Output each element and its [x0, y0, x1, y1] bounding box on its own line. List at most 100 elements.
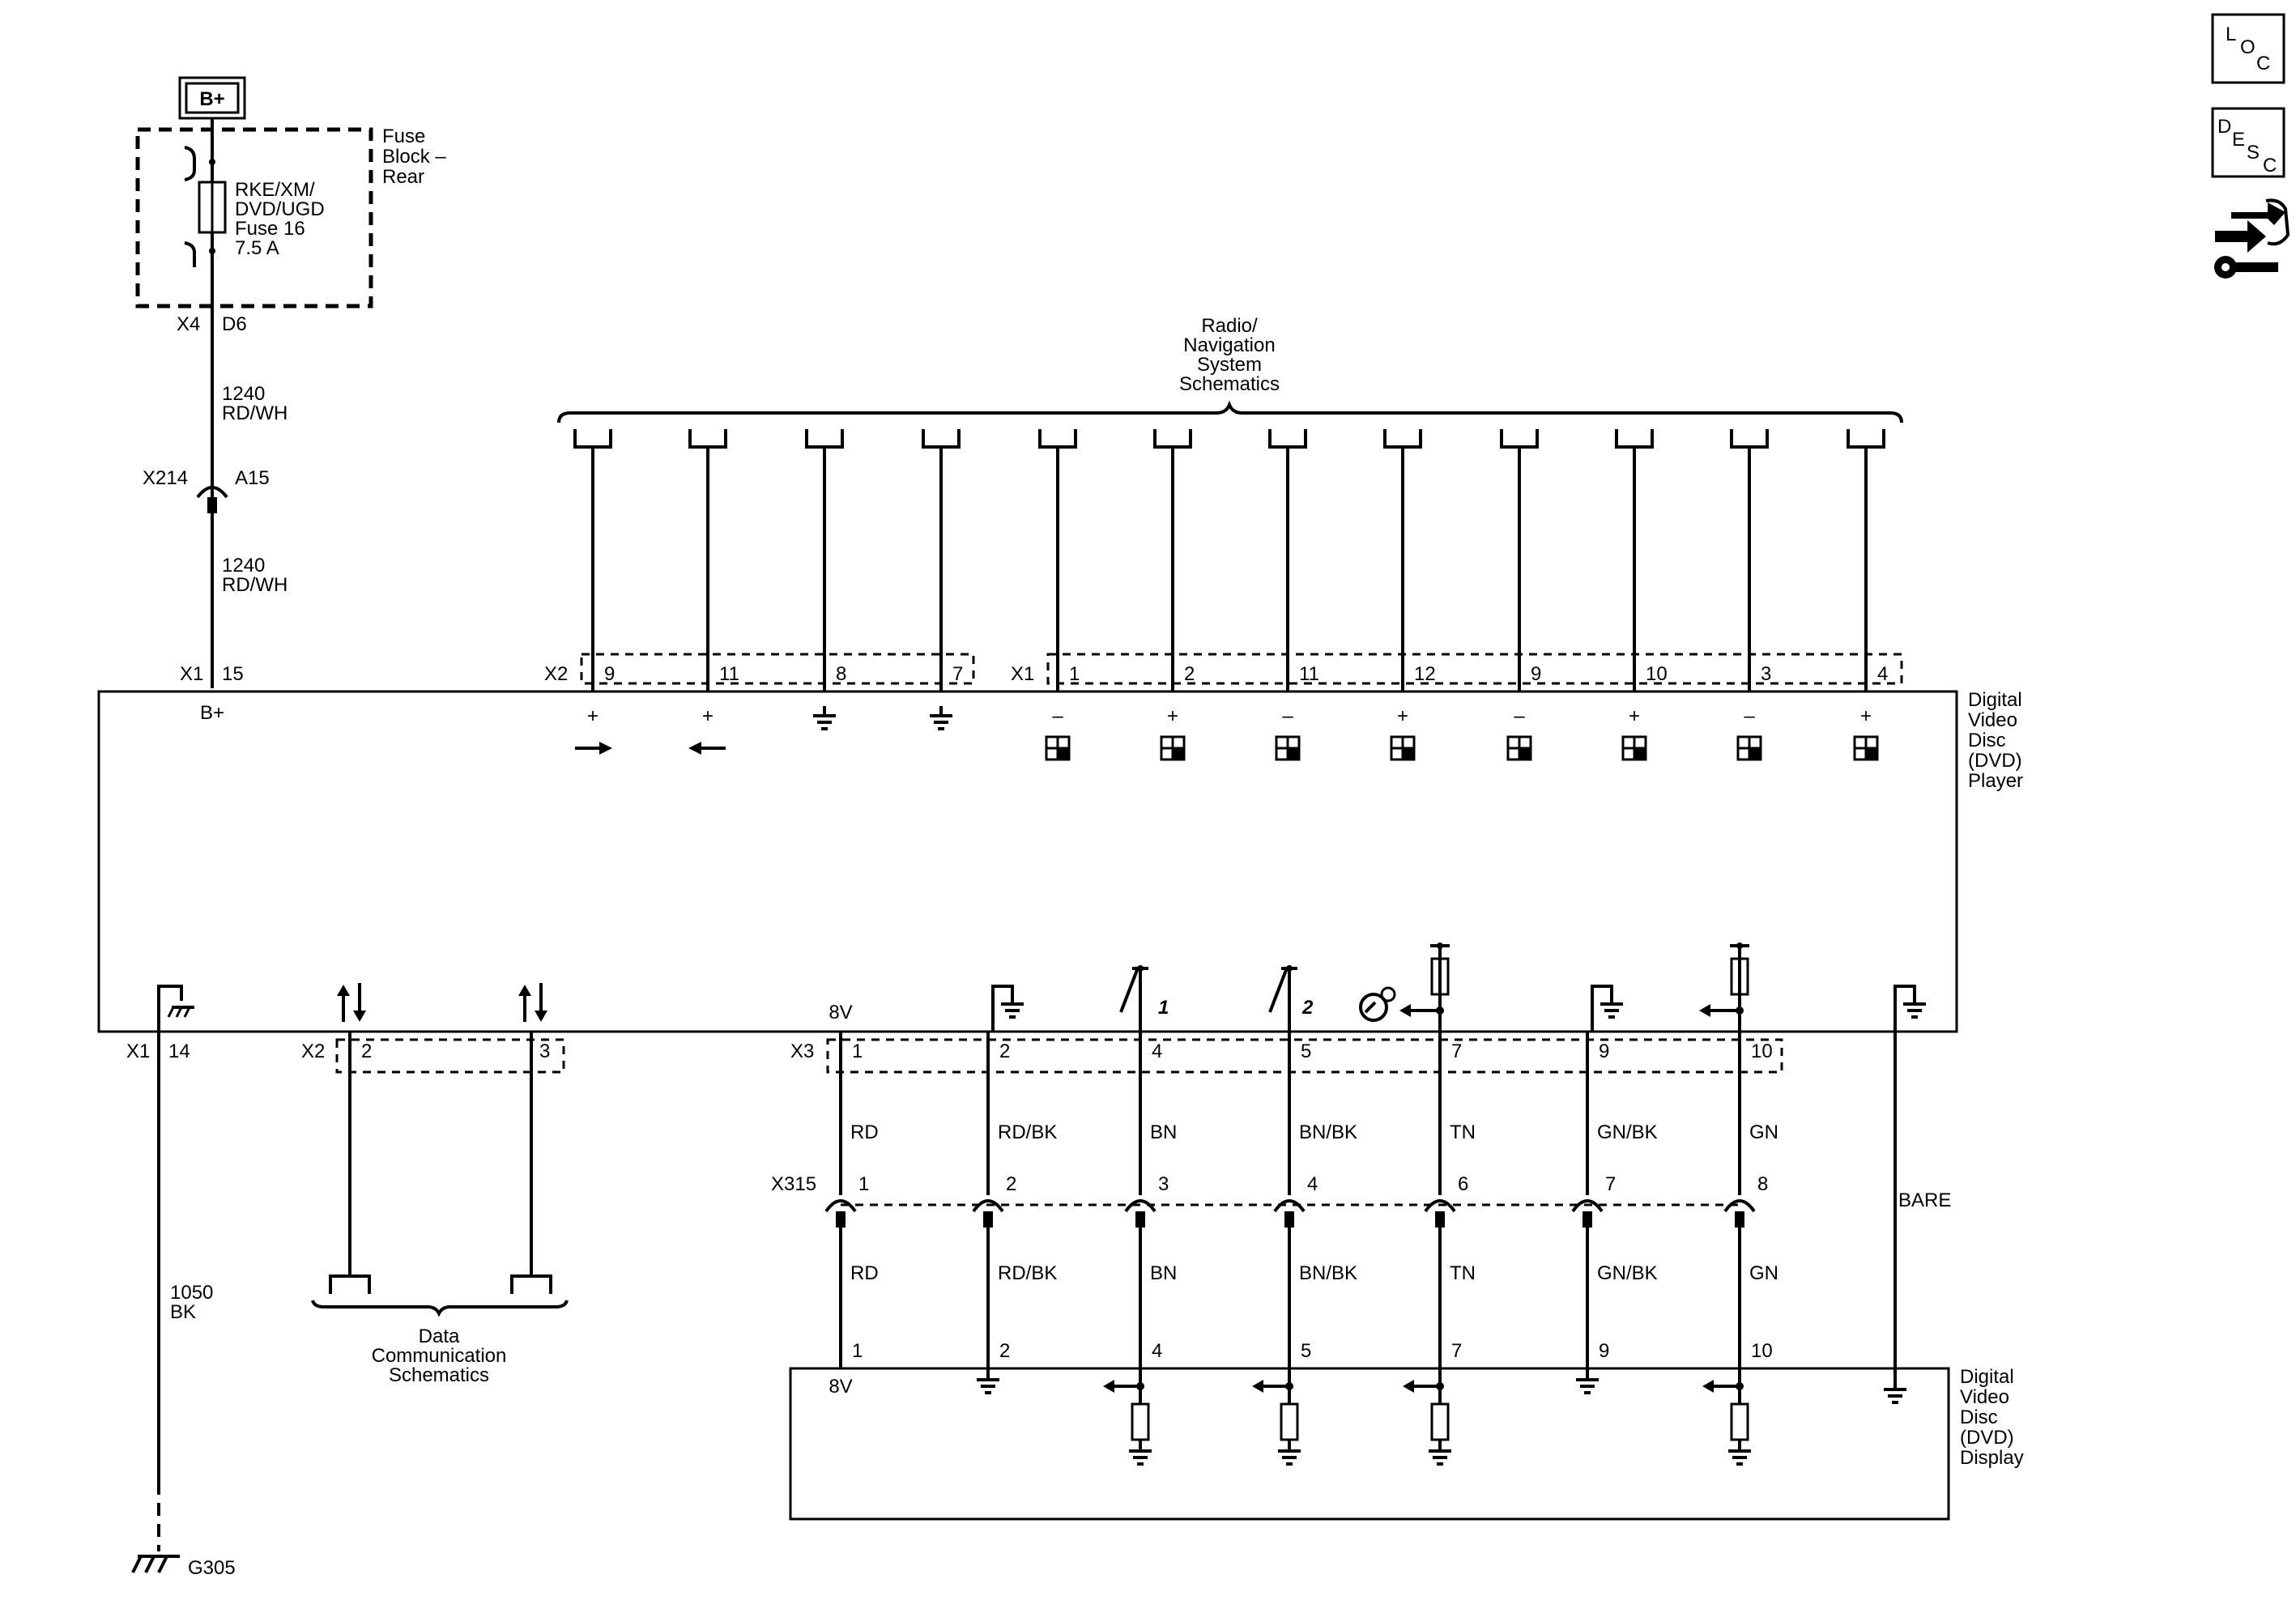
x315-pin-5: 6 — [1458, 1173, 1468, 1195]
loc-letter-1: L — [2226, 23, 2236, 45]
display-title-4: (DVD) — [1960, 1427, 2014, 1449]
display-resistor-ground-icon — [1278, 1440, 1301, 1466]
radio-nav-label-2: Navigation — [1183, 334, 1275, 356]
desc-button[interactable]: D E S C — [2211, 107, 2285, 178]
x214-inline-connector — [196, 486, 228, 499]
player-sensor-7-icon — [1359, 943, 1450, 1032]
feed-wire-1-circuit: 1240 — [222, 383, 265, 405]
x315-terminal-1 — [824, 1199, 857, 1213]
data-bidirectional-icon-2 — [518, 983, 547, 1022]
x315-pin-3: 3 — [1158, 1173, 1169, 1195]
x315-terminal-3 — [1124, 1199, 1157, 1213]
fuse-block-title-1: Fuse — [382, 126, 425, 147]
player-8v-label: 8V — [829, 1002, 852, 1023]
display-pin-7: 10 — [1751, 1340, 1773, 1362]
top-pin-number-4: 7 — [952, 663, 963, 685]
x3-pin-6: 9 — [1599, 1040, 1609, 1062]
display-pin-1: 1 — [852, 1340, 863, 1362]
radio-nav-brace — [557, 400, 1903, 423]
display-wire-color-1: RD — [850, 1262, 879, 1284]
player-title-1: Digital — [1968, 689, 2022, 711]
x2-top-label: X2 — [544, 663, 568, 685]
player-title-3: Disc — [1968, 730, 2006, 751]
top-pin-2: 11+ — [688, 429, 739, 755]
top-pin-12: 4+ — [1847, 429, 1888, 761]
display-input-resistor-3 — [1403, 1368, 1451, 1466]
radio-nav-label-4: Schematics — [1179, 373, 1280, 395]
desc-letter-3: S — [2247, 142, 2260, 164]
video-signal-icon — [1621, 735, 1647, 761]
x3-pin-2: 2 — [999, 1040, 1010, 1062]
x3-wire-color-1: RD — [850, 1121, 879, 1143]
data-pin-3: 3 — [539, 1040, 550, 1062]
top-pin-4: 7 — [922, 429, 963, 730]
x3-pin-4: 5 — [1301, 1040, 1311, 1062]
data-comm-label-1: Data — [419, 1326, 460, 1347]
feed-wire-1-color: RD/WH — [222, 402, 288, 424]
display-pin-4: 5 — [1301, 1340, 1311, 1362]
top-pin-sign-10: + — [1629, 705, 1640, 727]
x2-bottom-label: X2 — [301, 1040, 325, 1062]
top-pin-number-12: 4 — [1877, 663, 1888, 685]
radio-nav-label-3: System — [1197, 354, 1262, 376]
player-title-5: Player — [1968, 770, 2023, 792]
display-8v-label: 8V — [829, 1376, 852, 1398]
display-ground-pin9-icon — [1576, 1368, 1599, 1394]
fuse-block-title-3: Rear — [382, 166, 424, 188]
x3-wire-color-7: GN — [1749, 1121, 1778, 1143]
display-title-3: Disc — [1960, 1406, 1998, 1428]
top-pin-sign-11: – — [1744, 705, 1755, 727]
top-pin-3: 8 — [805, 429, 846, 730]
data-comm-label-3: Schematics — [389, 1364, 489, 1386]
repair-procedure-icon[interactable] — [2214, 198, 2290, 279]
video-signal-icon — [1045, 735, 1071, 761]
x3-wires-group: 1RD1RD12RD/BK2RD/BK24BN3BN45BN/BK4BN/BK5… — [824, 1032, 1778, 1466]
top-pin-sign-12: + — [1860, 705, 1872, 727]
x315-terminal-2 — [972, 1199, 1004, 1213]
player-input-10-icon — [1699, 943, 1749, 1032]
video-signal-icon — [1736, 735, 1762, 761]
x3-wire-color-5: TN — [1450, 1121, 1476, 1143]
loc-button[interactable]: L O C — [2211, 13, 2285, 84]
switch-2-number: 2 — [1301, 997, 1314, 1019]
x3-pin-5: 7 — [1451, 1040, 1462, 1062]
player-title-2: Video — [1968, 709, 2017, 731]
x4-pin-label: D6 — [222, 313, 247, 335]
dvd-player-module — [97, 690, 1958, 1033]
x315-terminal-7 — [1723, 1199, 1756, 1213]
feed-wire-2-color: RD/WH — [222, 574, 288, 596]
x3-bottom-label: X3 — [790, 1040, 814, 1062]
desc-letter-1: D — [2217, 116, 2231, 138]
display-bare-ground-icon — [1884, 1368, 1906, 1404]
top-pin-sign-9: – — [1514, 705, 1525, 727]
x1-top-label: X1 — [1011, 663, 1034, 685]
top-pin-sign-8: + — [1397, 705, 1408, 727]
top-pin-number-2: 11 — [719, 663, 739, 685]
display-wire-color-7: GN — [1749, 1262, 1778, 1284]
video-signal-icon — [1853, 735, 1879, 761]
x214-pin-label: A15 — [235, 467, 270, 489]
display-resistor-ground-icon — [1728, 1440, 1751, 1466]
fuse-block-rear-outline — [135, 127, 373, 309]
fuse-block-title-2: Block – — [382, 146, 446, 168]
display-pin-3: 4 — [1152, 1340, 1162, 1362]
data-pin-2: 2 — [361, 1040, 372, 1062]
top-pin-number-10: 10 — [1646, 663, 1668, 685]
top-pin-number-3: 8 — [836, 663, 846, 685]
dvd-display-module — [789, 1367, 1950, 1521]
feed-wire-2-circuit: 1240 — [222, 555, 265, 577]
x315-pin-1: 1 — [858, 1173, 869, 1195]
display-ground-pin2-icon — [977, 1368, 999, 1394]
top-pin-11: 3– — [1730, 429, 1771, 761]
top-pin-sign-1: + — [587, 705, 598, 727]
display-input-resistor-4 — [1702, 1368, 1751, 1466]
top-pin-number-7: 11 — [1299, 663, 1319, 685]
data-bidirectional-icon-1 — [337, 983, 366, 1022]
display-wire-color-2: RD/BK — [998, 1262, 1057, 1284]
g305-label: G305 — [188, 1557, 236, 1579]
fuse-label-2: DVD/UGD — [235, 198, 325, 220]
fuse-label-3: Fuse 16 — [235, 218, 305, 240]
